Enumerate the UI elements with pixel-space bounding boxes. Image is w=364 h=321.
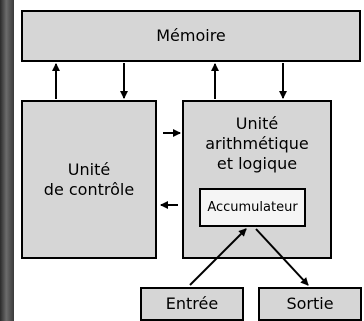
input-label: Entrée — [165, 294, 219, 313]
accumulator-box: Accumulateur — [199, 188, 306, 227]
control-unit-label: Unité de contrôle — [44, 160, 134, 200]
output-label: Sortie — [286, 294, 334, 313]
alu-box: Unité arithmétique et logique — [182, 100, 332, 259]
accumulator-label: Accumulateur — [207, 200, 298, 215]
arrow-input-to-accumulator — [189, 228, 247, 286]
memory-label: Mémoire — [156, 26, 226, 45]
input-box: Entrée — [140, 287, 244, 321]
alu-label-line-3: et logique — [216, 154, 298, 173]
control-unit-label-line-2: de contrôle — [43, 179, 135, 199]
arrow-accumulator-to-output — [255, 228, 309, 286]
control-unit-label-line-1: Unité — [67, 159, 111, 179]
background-photo-edge — [0, 0, 14, 321]
alu-label-line-1: Unité — [235, 114, 279, 133]
memory-box: Mémoire — [21, 10, 361, 62]
output-box: Sortie — [258, 287, 362, 321]
control-unit-box: Unité de contrôle — [21, 100, 157, 259]
alu-label-line-2: arithmétique — [205, 134, 309, 153]
alu-label: Unité arithmétique et logique — [184, 114, 330, 174]
